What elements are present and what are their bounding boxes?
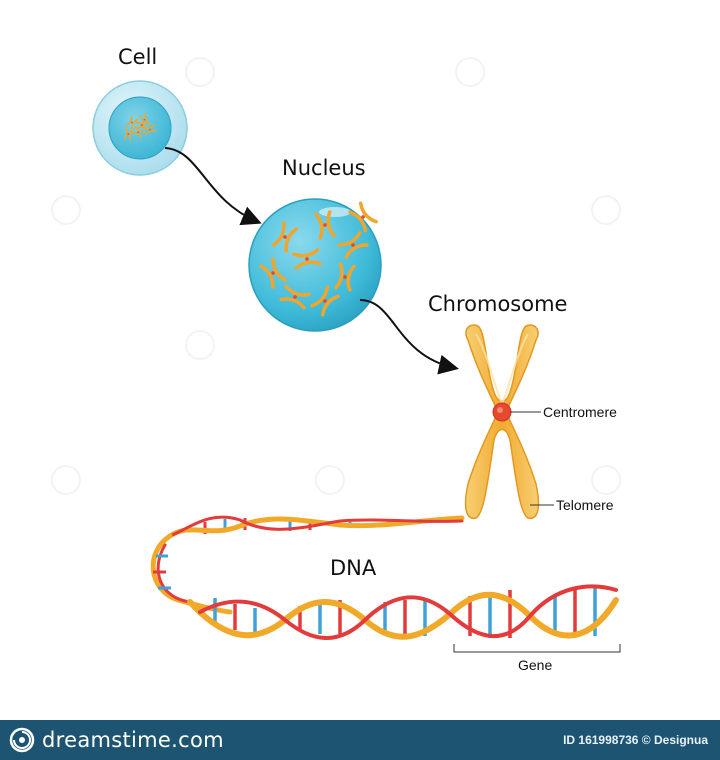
footer-bar: dreamstime.com ID 161998736 © Designua	[0, 720, 720, 760]
watermark-marks	[51, 57, 621, 495]
cell-label: Cell	[118, 45, 158, 69]
image-credit: ID 161998736 © Designua	[563, 733, 708, 747]
centromere-label: Centromere	[543, 404, 617, 420]
arrow-nucleus-to-chromosome	[359, 299, 459, 375]
brand-name: dreamstime.com	[42, 728, 224, 752]
brand[interactable]: dreamstime.com	[0, 726, 224, 754]
chromosome-illustration	[464, 324, 540, 520]
dna-label: DNA	[330, 556, 377, 580]
arrow-cell-to-nucleus	[164, 147, 262, 226]
cell-illustration	[92, 80, 188, 176]
gene-label: Gene	[518, 657, 553, 673]
dreamstime-logo-icon	[9, 727, 35, 753]
diagram-canvas	[51, 57, 621, 653]
chromosome-label: Chromosome	[428, 292, 568, 316]
dna-helix	[150, 515, 619, 640]
gene-bracket	[453, 644, 621, 653]
nucleus-label: Nucleus	[282, 156, 366, 180]
telomere-label: Telomere	[556, 497, 614, 513]
nucleus-illustration	[248, 198, 382, 332]
